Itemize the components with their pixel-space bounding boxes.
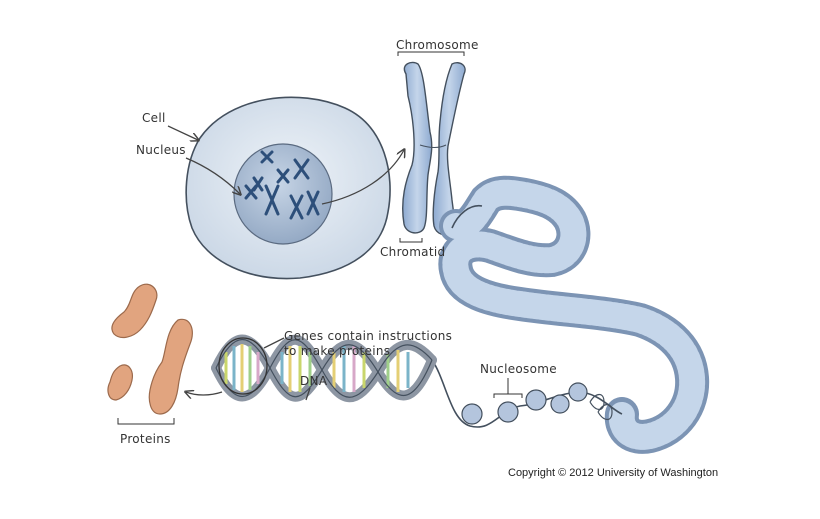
- genes-label-line2: to make proteins: [284, 344, 391, 358]
- proteins-shapes: [107, 283, 193, 415]
- proteins-bracket: [117, 418, 175, 425]
- dna-helix: [211, 334, 437, 403]
- chromatid-label: Chromatid: [380, 245, 446, 259]
- nucleosome-chain: [431, 359, 623, 428]
- cell-label: Cell: [142, 111, 166, 125]
- proteins-label: Proteins: [120, 432, 171, 446]
- chromatin-fiber: [438, 175, 710, 454]
- gene-region-ring: [218, 337, 268, 395]
- nucleus-label: Nucleus: [136, 143, 186, 157]
- copyright-notice: Copyright © 2012 University of Washingto…: [508, 467, 719, 479]
- chromosome-bracket: [397, 51, 465, 243]
- nucleus-chromosomes: [244, 150, 320, 220]
- nucleosome-label: Nucleosome: [480, 362, 557, 376]
- leader-lines: [167, 125, 404, 401]
- chromosome-label: Chromosome: [396, 38, 479, 52]
- dna-label: DNA: [300, 374, 328, 388]
- nucleosome-bracket: [493, 378, 523, 398]
- genes-label-line1: Genes contain instructions: [284, 329, 453, 343]
